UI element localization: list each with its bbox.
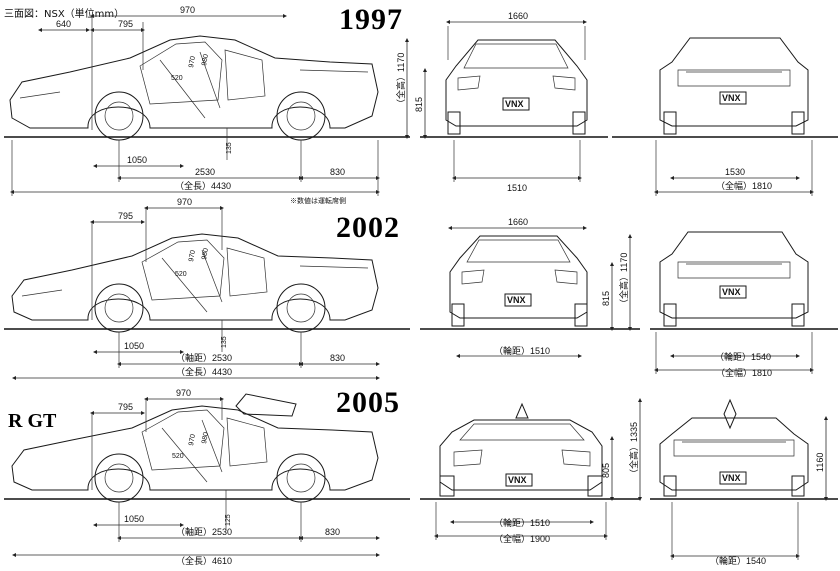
dim-cabin-2005: 970: [176, 388, 191, 398]
dim-rear-track-2002: （輪距）1540: [715, 351, 771, 362]
dim-front-805-2005: 805: [601, 463, 611, 478]
rear-view-2002: VNX （輪距）1540 （全幅）1810: [650, 231, 838, 378]
dim-front-to-seat: 1050: [127, 155, 147, 165]
dim-overall-length-2002: （全長）4430: [176, 366, 232, 377]
dim-front-track-2005: （輪距）1510: [494, 517, 550, 528]
dim-seat-980: 980: [201, 54, 210, 67]
dim-wheelbase: 2530: [195, 167, 215, 177]
dim-front-to-seat-2002: 1050: [124, 341, 144, 351]
rear-view-2005: VNX （全高）1335 1160 （輪距）1540: [628, 398, 838, 566]
dim-seat-980-2002: 980: [201, 248, 210, 261]
dim-front-overhang: 640: [56, 19, 71, 29]
dim-front-to-seat-2005: 1050: [124, 514, 144, 524]
footnote: ※数値は運転席側: [290, 196, 346, 205]
dim-overall-length: （全長）4430: [175, 180, 231, 191]
dim-overall-height-2005: （全高）1335: [628, 422, 639, 478]
dim-rear-1160-2005: 1160: [815, 453, 825, 472]
plate-front-2005: VNX: [508, 475, 527, 485]
dim-overall-length-2005: （全長）4610: [176, 555, 232, 566]
year-label-2005: 2005: [336, 386, 400, 419]
dim-wheelbase-2002: （軸距）2530: [176, 352, 232, 363]
dim-ground-clearance-2002: 135: [221, 336, 228, 348]
dim-overall-height: （全高）1170: [395, 53, 406, 108]
dim-ground-clearance-2005: 125: [225, 514, 232, 526]
dim-front-track-2002: （輪距）1510: [494, 345, 550, 356]
dim-rear-overhang-2002: 830: [330, 353, 345, 363]
dim-rear-overhang-2005: 830: [325, 527, 340, 537]
rear-view-1997: VNX 1530 （全幅）1810: [612, 37, 838, 196]
dim-front-width-1660-2002: 1660: [508, 217, 528, 227]
dim-rear-track-2005: （輪距）1540: [710, 555, 766, 566]
side-view-1997: 640 795 970 520 970 980 135 1050 2530 83…: [4, 5, 410, 205]
dim-seat-520-2005: 520: [172, 453, 184, 460]
dim-hood: 795: [118, 19, 133, 29]
side-view-2005-rgt: 795 970 520 970 980 125 1050 （軸距）2530 83…: [4, 388, 410, 566]
dim-front-815: 815: [414, 97, 424, 112]
dim-overall-width-2002: （全幅）1810: [716, 367, 772, 378]
dim-rear-track: 1530: [725, 167, 745, 177]
dim-hood-2002: 795: [118, 211, 133, 221]
dim-overall-height-2002: （全高）1170: [618, 253, 629, 308]
plate-rear-2005: VNX: [722, 473, 741, 483]
year-label-1997: 1997: [339, 3, 403, 36]
dim-seat-970: 970: [188, 56, 197, 69]
dim-seat-970-2002: 970: [188, 250, 197, 263]
dim-seat-970-2005: 970: [188, 434, 197, 447]
front-view-2002: VNX 1660 （全高）1170 815 （輪距）1510: [420, 217, 640, 358]
plate-front-2002: VNX: [507, 295, 526, 305]
dim-seat-520-2002: 520: [175, 271, 187, 278]
plate-rear-1997: VNX: [722, 93, 741, 103]
dim-rear-overhang: 830: [330, 167, 345, 177]
front-view-2005: VNX 805 （輪距）1510 （全幅）1900: [420, 402, 640, 544]
dim-seat-520: 520: [171, 75, 183, 82]
dim-hood-2005: 795: [118, 402, 133, 412]
dim-cabin-2002: 970: [177, 197, 192, 207]
dim-seat-980-2005: 980: [201, 432, 210, 445]
side-view-2002: 795 970 520 970 980 135 1050 （軸距）2530 83…: [4, 197, 410, 380]
dim-wheelbase-2005: （軸距）2530: [176, 526, 232, 537]
dim-front-track: 1510: [507, 183, 527, 193]
dim-front-width-1660: 1660: [508, 11, 528, 21]
dim-overall-width: （全幅）1810: [716, 180, 772, 191]
dim-ground-clearance: 135: [226, 142, 233, 154]
year-label-2002: 2002: [336, 211, 400, 244]
dim-cabin: 970: [180, 5, 195, 15]
plate-front-1997: VNX: [505, 99, 524, 109]
dim-overall-width-2005: （全幅）1900: [494, 533, 550, 544]
plate-rear-2002: VNX: [722, 287, 741, 297]
rgt-badge-label: R GT: [8, 410, 57, 432]
dim-front-815-2002: 815: [601, 291, 611, 306]
front-view-1997: VNX 1660 （全高）1170 815 1510: [395, 11, 608, 193]
